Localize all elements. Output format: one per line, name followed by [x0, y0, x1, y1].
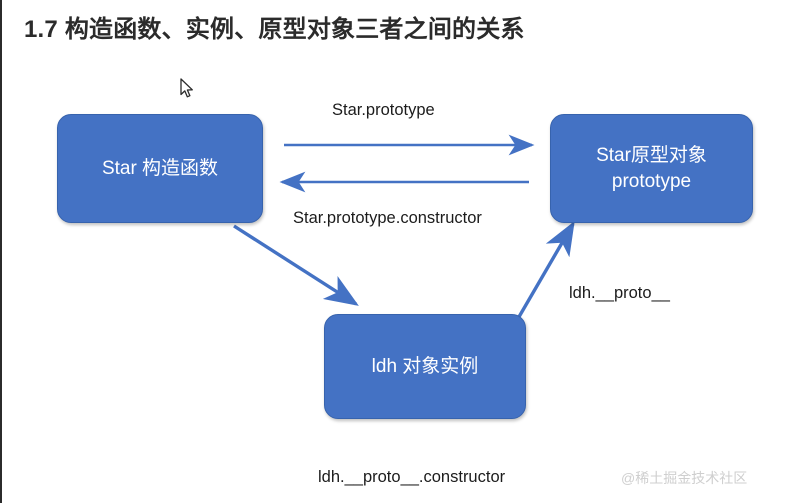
node-star-prototype[interactable]: Star原型对象 prototype	[550, 114, 753, 223]
watermark: @稀土掘金技术社区	[621, 470, 748, 486]
edge-label-star-prototype: Star.prototype	[332, 101, 435, 119]
node-ldh-instance-label: ldh 对象实例	[371, 355, 479, 377]
node-star-prototype-sublabel: prototype	[611, 170, 692, 192]
edge-label-ldh-proto-constructor: ldh.__proto__.constructor	[318, 468, 506, 486]
node-star-prototype-label: Star原型对象	[596, 144, 707, 166]
edge-label-ldh-proto: ldh.__proto__	[569, 284, 670, 302]
arrow-instance-to-prototype	[514, 221, 575, 323]
mouse-pointer-icon	[180, 78, 193, 98]
arrow-constructor-to-instance	[233, 224, 359, 306]
node-ldh-instance[interactable]: ldh 对象实例	[324, 314, 526, 419]
node-star-constructor-label: Star 构造函数	[101, 157, 219, 179]
edge-label-star-prototype-constructor: Star.prototype.constructor	[293, 209, 482, 227]
node-star-constructor[interactable]: Star 构造函数	[57, 114, 263, 223]
page-title: 1.7 构造函数、实例、原型对象三者之间的关系	[24, 16, 525, 43]
